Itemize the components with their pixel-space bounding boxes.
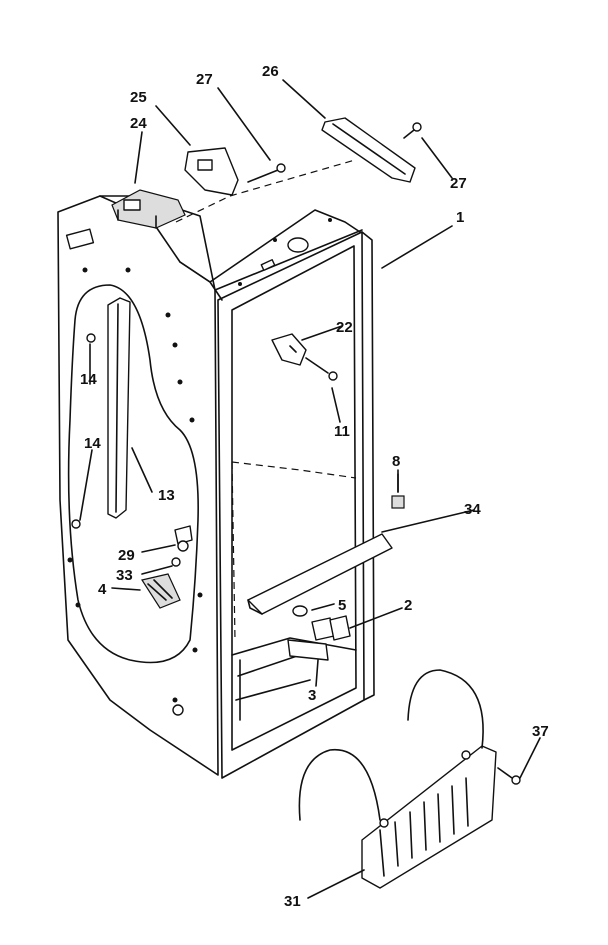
- callout-22: 22: [336, 319, 353, 336]
- callout-2: 2: [404, 597, 412, 614]
- callout-33: 33: [116, 567, 133, 584]
- callout-29: 29: [118, 547, 135, 564]
- leader-lines: [79, 79, 541, 899]
- callout-24: 24: [130, 115, 147, 132]
- callout-1: 1: [456, 209, 464, 226]
- callout-14-bottom: 14: [84, 435, 101, 452]
- damper-assembly: [141, 525, 193, 609]
- callout-26: 26: [262, 63, 279, 80]
- bracket-22: [271, 333, 338, 381]
- callout-3: 3: [308, 687, 316, 704]
- callout-25: 25: [130, 89, 147, 106]
- shelf-34: [247, 533, 393, 615]
- callout-5: 5: [338, 597, 346, 614]
- top-hinge-assembly: [111, 117, 422, 229]
- parts-2-3-5: [287, 605, 351, 661]
- callout-4: 4: [98, 581, 107, 598]
- callout-27-right: 27: [450, 175, 467, 192]
- callout-31: 31: [284, 893, 301, 910]
- callout-8: 8: [392, 453, 400, 470]
- callout-34: 34: [464, 501, 481, 518]
- callout-37: 37: [532, 723, 549, 740]
- callout-14-top: 14: [80, 371, 97, 388]
- callout-27-left: 27: [196, 71, 213, 88]
- callout-labels: 25 24 27 26 27 1 22 14 11 14 8 13 34 29 …: [80, 63, 549, 910]
- callout-13: 13: [158, 487, 175, 504]
- rail-13: [71, 297, 131, 529]
- callout-11: 11: [334, 423, 350, 440]
- grille-31: [298, 669, 521, 889]
- cabinet-shell: [57, 195, 375, 779]
